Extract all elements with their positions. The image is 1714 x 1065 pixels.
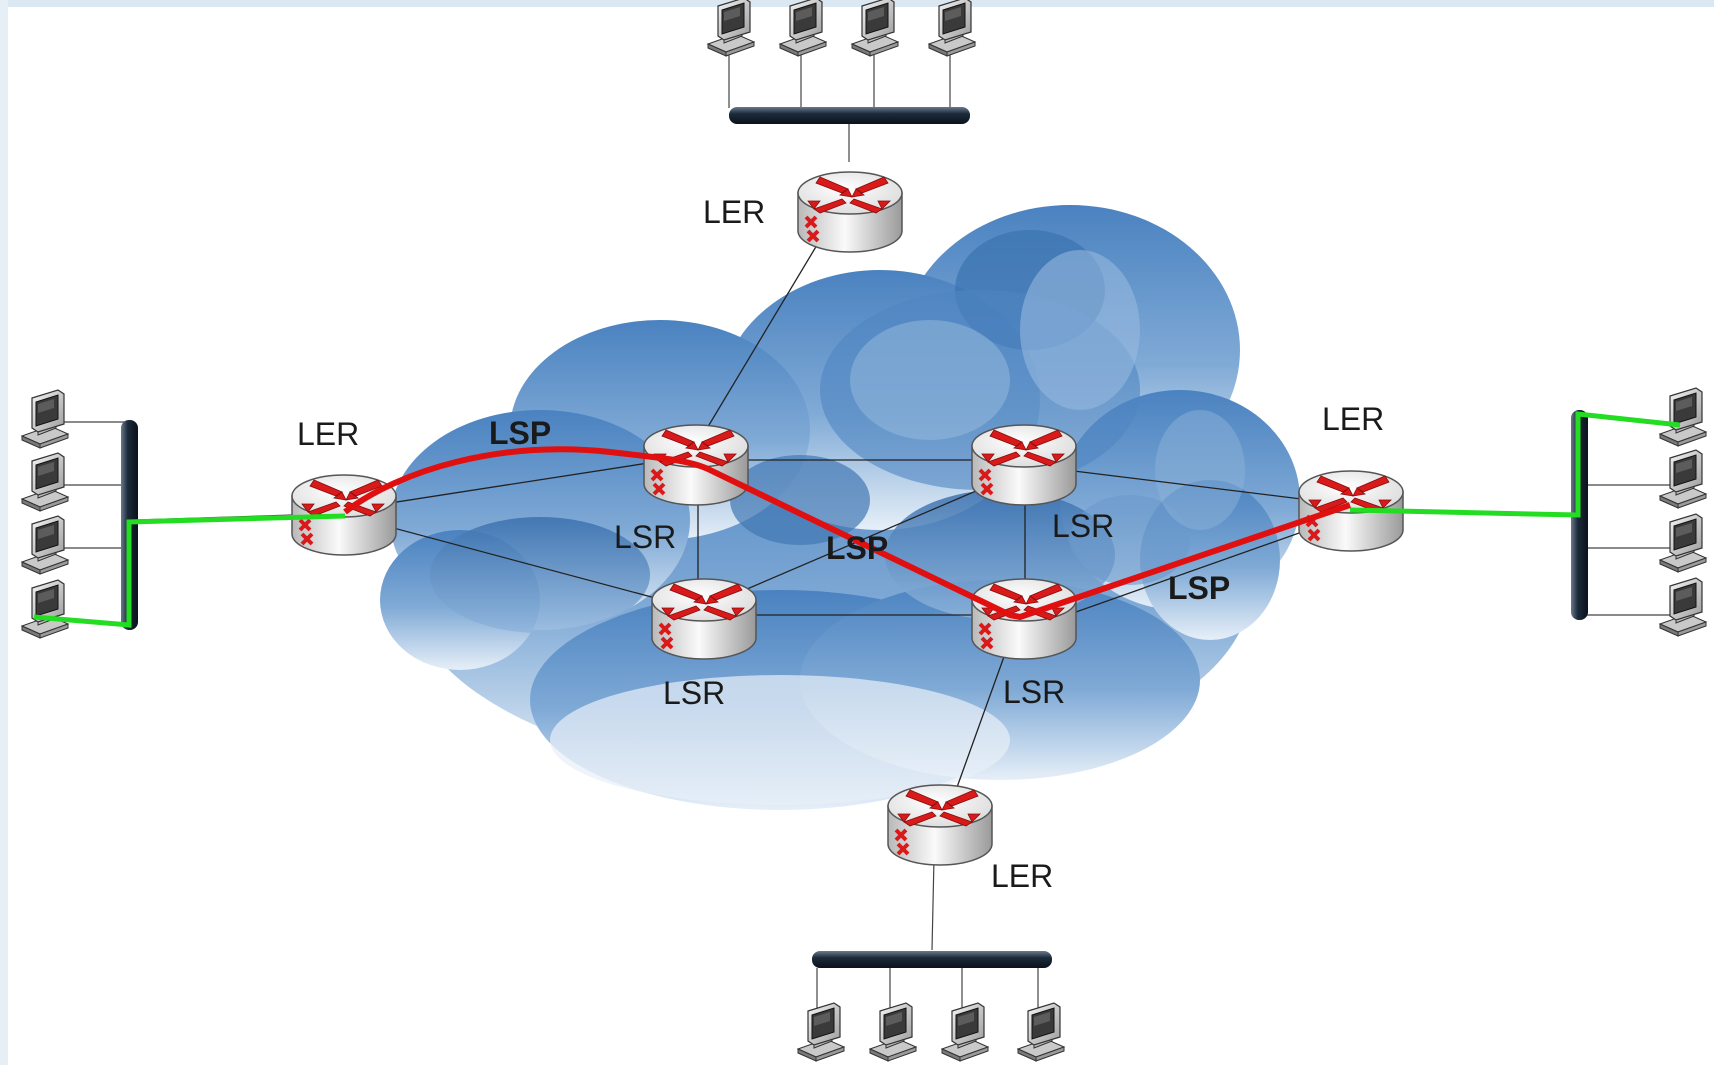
computer-icon — [1017, 1002, 1065, 1062]
computer-icon — [1659, 449, 1707, 509]
computer-icon — [21, 579, 69, 639]
mpls-cloud-icon — [380, 205, 1300, 810]
label-ler-top: LER — [703, 194, 766, 230]
label-lsp-right: LSP — [1168, 570, 1231, 606]
network-bus-bottom — [812, 951, 1052, 968]
left-segment — [21, 389, 293, 639]
label-lsr-upper-left: LSR — [614, 519, 677, 555]
label-lsr-upper-right: LSR — [1052, 508, 1115, 544]
computer-icon — [941, 1002, 989, 1062]
network-bus-top — [729, 107, 970, 124]
computer-icon — [707, 0, 755, 57]
computer-icon — [21, 452, 69, 512]
computer-icon — [928, 0, 976, 57]
label-ler-bottom: LER — [991, 858, 1054, 894]
router-icon-lsr-lower-left — [650, 577, 758, 661]
router-icon-ler-bottom — [886, 783, 994, 867]
label-lsp-center: LSP — [826, 530, 889, 566]
bottom-segment — [797, 857, 1065, 1062]
lsp-path — [343, 446, 1351, 620]
frame-left — [0, 0, 8, 1065]
label-lsp-left: LSP — [489, 415, 552, 451]
computer-icon — [1659, 513, 1707, 573]
right-segment — [1571, 387, 1707, 637]
computer-icon — [21, 389, 69, 449]
computer-icon — [869, 1002, 917, 1062]
computer-icon — [779, 0, 827, 57]
label-ler-left: LER — [297, 416, 360, 452]
computer-icon — [797, 1002, 845, 1062]
access-path-left — [33, 513, 346, 628]
access-path-right — [1349, 411, 1681, 518]
frame-top — [0, 0, 1714, 7]
label-ler-right: LER — [1322, 401, 1385, 437]
router-icon-lsr-lower-right — [970, 577, 1078, 661]
computer-icon — [1659, 387, 1707, 447]
router-icon-ler-top — [796, 170, 904, 254]
computer-icon — [1659, 577, 1707, 637]
router-icon-lsr-upper-right — [970, 423, 1078, 507]
computer-icon — [851, 0, 899, 57]
label-lsr-lower-left: LSR — [663, 675, 726, 711]
top-segment — [707, 0, 976, 162]
label-lsr-lower-right: LSR — [1003, 674, 1066, 710]
computer-icon — [21, 515, 69, 575]
